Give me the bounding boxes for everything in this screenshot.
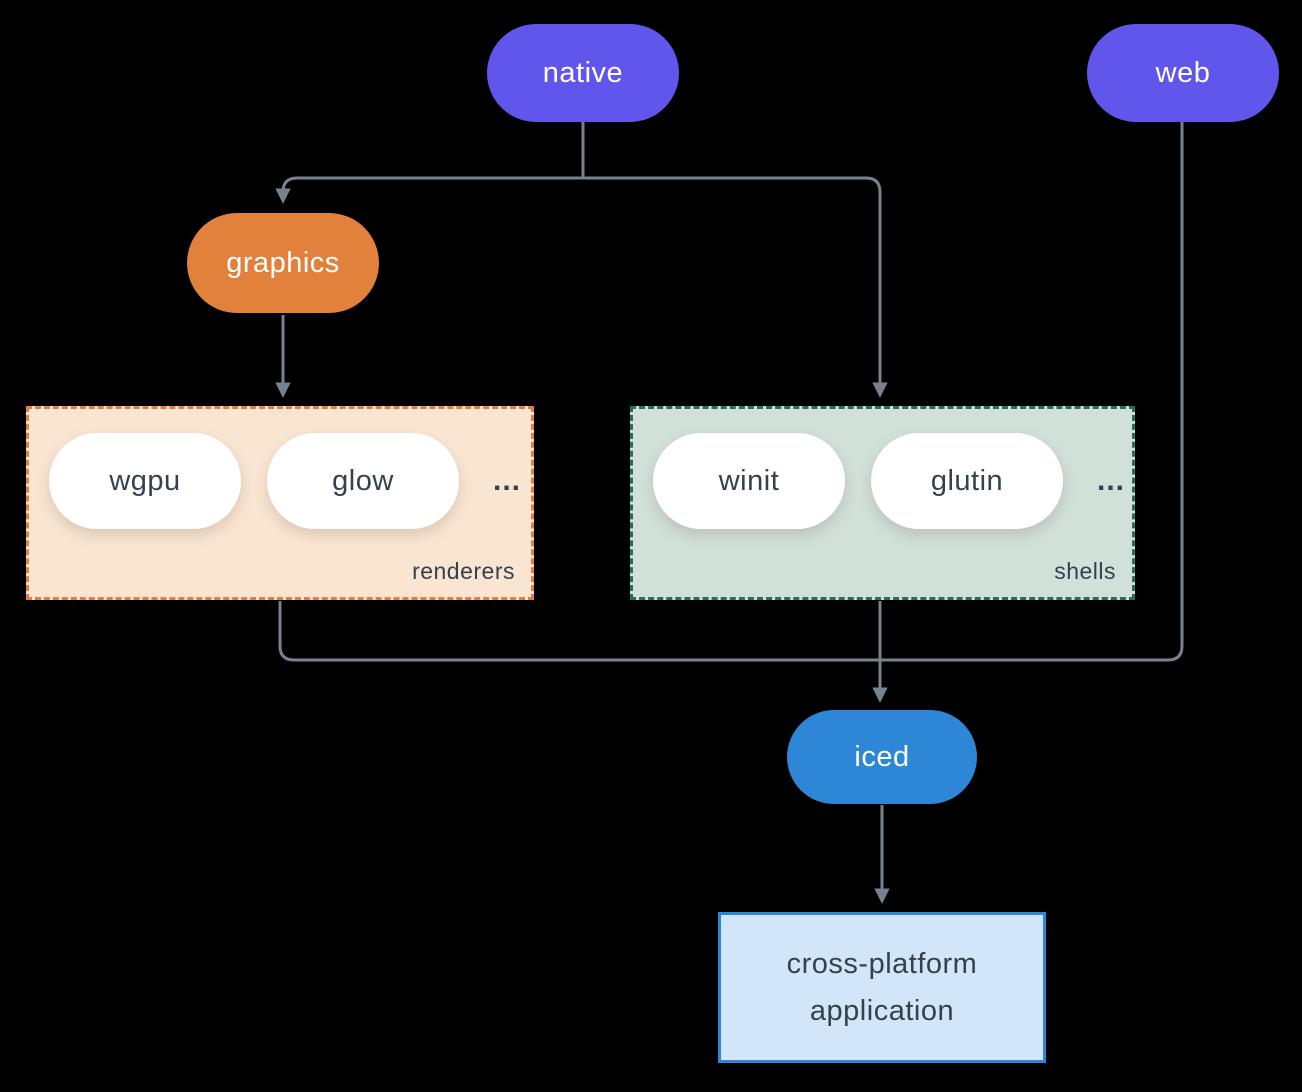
pill-glutin-label: glutin	[930, 464, 1004, 497]
edge-native-shells	[583, 176, 888, 398]
edge-native-graphics	[275, 176, 583, 204]
edge-merge-rail	[278, 122, 1184, 662]
pill-wgpu: wgpu	[49, 433, 241, 529]
node-iced-label: iced	[854, 740, 910, 773]
pill-winit: winit	[653, 433, 845, 529]
node-web-label: web	[1155, 56, 1211, 89]
renderers-ellipsis: ...	[493, 464, 522, 497]
pill-winit-label: winit	[718, 464, 780, 497]
pill-glow-label: glow	[332, 464, 394, 497]
shells-row: winit glutin ...	[633, 409, 1132, 529]
node-iced: iced	[787, 710, 977, 804]
group-shells: winit glutin ... shells	[630, 406, 1135, 600]
node-native-label: native	[542, 56, 624, 89]
pill-glow: glow	[267, 433, 459, 529]
pill-glutin: glutin	[871, 433, 1063, 529]
renderers-row: wgpu glow ...	[29, 409, 531, 529]
pill-wgpu-label: wgpu	[109, 464, 181, 497]
node-cross-platform-application: cross-platform application	[718, 912, 1046, 1063]
node-graphics-label: graphics	[226, 246, 340, 279]
shells-group-label: shells	[1054, 558, 1116, 584]
group-renderers: wgpu glow ... renderers	[26, 406, 534, 600]
node-web: web	[1087, 24, 1279, 122]
node-native: native	[487, 24, 679, 122]
application-label-line2: application	[809, 994, 955, 1027]
shells-ellipsis: ...	[1097, 464, 1126, 497]
renderers-group-label: renderers	[412, 558, 515, 584]
node-graphics: graphics	[187, 213, 379, 313]
application-label-line1: cross-platform	[786, 947, 978, 980]
